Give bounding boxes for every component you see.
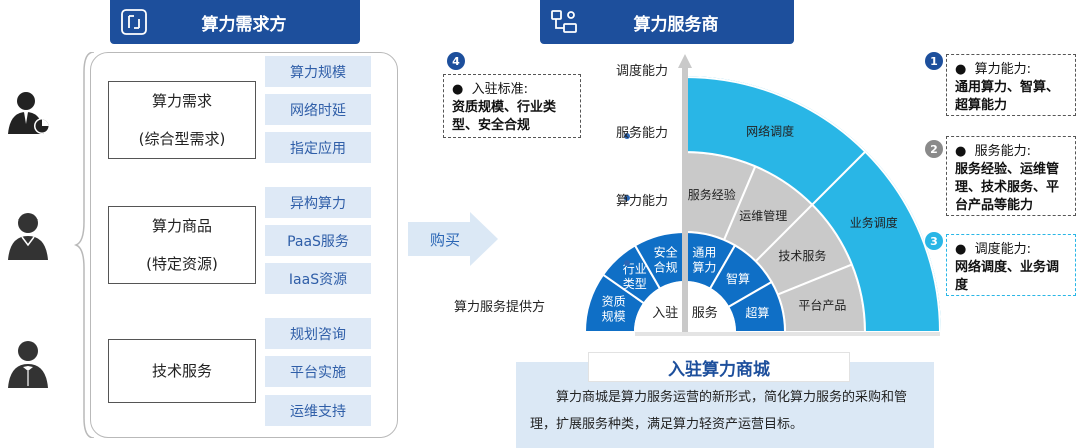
entry-segment-label: 安全合规 [654, 244, 678, 274]
demand-icon [110, 0, 158, 44]
note-title: 算力能力: [974, 62, 1031, 77]
item-heterogeneous-compute: 异构算力 [265, 187, 371, 218]
left-brace [74, 52, 95, 438]
item-iaas-resource: IaaS资源 [265, 263, 371, 294]
entry-segment-label: 行业类型 [623, 262, 647, 291]
service-segment-label: 服务经验 [688, 187, 736, 202]
provider-header: 算力服务商 [540, 0, 794, 44]
dispatch-segment-label: 业务调度 [850, 215, 898, 230]
axis-label-service: 服务能力 [616, 126, 669, 141]
compute-segment-label: 智算 [726, 271, 750, 286]
service-segment-label: 平台产品 [798, 297, 846, 312]
category-compute-demand: 算力需求 (综合型需求) [108, 81, 256, 159]
note-3-badge: 3 [925, 232, 943, 250]
bottom-description: 算力商城是算力服务运营的新形式，简化算力服务的采购和管理，扩展服务种类，满足算力… [530, 390, 908, 432]
note-entry-standard: ● 入驻标准: 资质规模、行业类型、安全合规 [443, 74, 581, 138]
note-1-badge: 1 [925, 52, 943, 70]
compute-segment-label: 超算 [745, 305, 769, 320]
dispatch-segment-label: 网络调度 [746, 124, 794, 139]
dispatch-segment [810, 150, 942, 333]
item-network-latency: 网络时延 [265, 94, 371, 125]
category-tech-service: 技术服务 [108, 339, 256, 403]
category-compute-goods: 算力商品 (特定资源) [108, 206, 256, 284]
axis-label-dispatch: 调度能力 [616, 64, 669, 79]
bottom-title: 入驻算力商城 [588, 352, 850, 382]
category-label: 算力需求 [151, 92, 212, 110]
axis-label-provider: 算力服务提供方 [454, 300, 546, 315]
provider-title: 算力服务商 [633, 14, 719, 35]
engineer-user-icon [6, 210, 54, 266]
center-label-entry: 入驻 [652, 306, 678, 321]
bullet-icon: ● [955, 242, 975, 257]
axis-label-compute: 算力能力 [616, 194, 669, 209]
buy-label: 购买 [430, 230, 461, 249]
category-sublabel: (特定资源) [146, 255, 218, 273]
axis-arrowhead [678, 54, 692, 68]
entry-segment-label: 资质规模 [602, 295, 626, 324]
item-operations-support: 运维支持 [265, 395, 371, 426]
demand-bracket-box [90, 52, 398, 438]
business-user-icon [6, 90, 54, 142]
note-2-badge: 2 [925, 140, 943, 158]
note-body: 服务经验、运维管理、技术服务、平台产品等能力 [955, 162, 1060, 213]
item-specified-app: 指定应用 [265, 132, 371, 163]
compute-segment-label: 通用算力 [692, 245, 716, 274]
item-planning-consulting: 规划咨询 [265, 318, 371, 349]
note-title: 入驻标准: [471, 82, 528, 97]
note-body: 网络调度、业务调度 [955, 260, 1060, 293]
note-body: 通用算力、智算、超算能力 [955, 80, 1060, 113]
service-segment-label: 运维管理 [739, 208, 787, 223]
leader-dot [624, 195, 630, 201]
note-compute-capability: ● 算力能力: 通用算力、智算、超算能力 [946, 54, 1076, 116]
bullet-icon: ● [955, 144, 975, 159]
provider-icon [540, 0, 588, 44]
category-label: 算力商品 [151, 217, 212, 235]
note-service-capability: ● 服务能力: 服务经验、运维管理、技术服务、平台产品等能力 [946, 136, 1076, 216]
item-paas-service: PaaS服务 [265, 225, 371, 256]
capability-fan-chart: 入驻服务 资质规模 行业类型安全合规通用算力智算超算 服务经验运维管理技术服务平台产品… [583, 54, 942, 336]
service-segment-label: 技术服务 [778, 248, 826, 263]
category-label: 技术服务 [151, 362, 212, 380]
note-4-badge: 4 [447, 52, 465, 70]
demand-side-title: 算力需求方 [201, 14, 287, 35]
bullet-icon: ● [955, 62, 975, 77]
center-label-service: 服务 [692, 305, 718, 321]
service-user-icon [6, 338, 54, 394]
bullet-icon: ● [452, 82, 472, 97]
category-sublabel: (综合型需求) [138, 130, 226, 148]
item-compute-scale: 算力规模 [265, 56, 371, 87]
buy-arrow [408, 212, 498, 266]
note-dispatch-capability: ● 调度能力: 网络调度、业务调度 [946, 234, 1076, 296]
leader-dot [624, 133, 630, 139]
item-platform-implementation: 平台实施 [265, 356, 371, 387]
note-title: 服务能力: [974, 144, 1031, 159]
leader-dot [624, 260, 630, 266]
demand-side-header: 算力需求方 [110, 0, 360, 44]
note-body: 资质规模、行业类型、安全合规 [452, 100, 557, 133]
note-title: 调度能力: [974, 242, 1031, 257]
